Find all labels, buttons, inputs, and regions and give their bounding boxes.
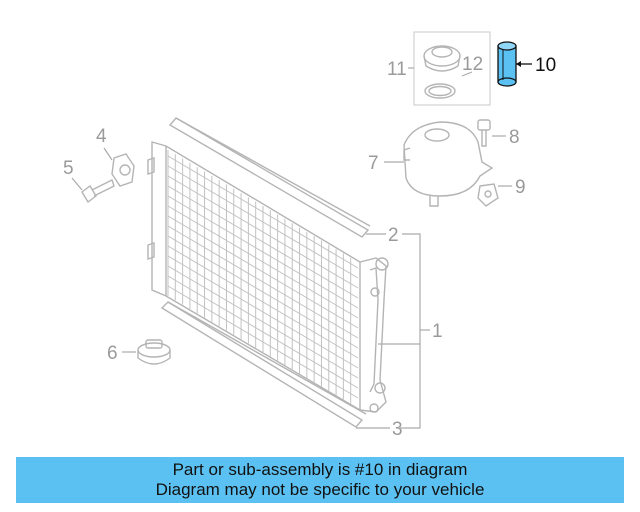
- info-banner: Part or sub-assembly is #10 in diagram D…: [16, 457, 624, 503]
- banner-line-disclaimer: Diagram may not be specific to your vehi…: [155, 480, 485, 499]
- clip-nut-part: [477, 183, 499, 207]
- callout-3: 3: [392, 419, 403, 440]
- expansion-tank-part: [403, 121, 494, 207]
- radiator-fin-row: [167, 155, 359, 269]
- bolt-part: [81, 179, 115, 204]
- radiator-fin-row: [167, 235, 359, 349]
- radiator-fin-row: [167, 205, 359, 319]
- mount-bracket-part: [111, 153, 135, 187]
- filler-cap-part: [423, 45, 461, 72]
- drain-plug-part: [137, 339, 171, 365]
- radiator-fin-row: [167, 175, 359, 289]
- tank-bolt-part: [477, 119, 491, 147]
- radiator-fin-row: [167, 275, 359, 389]
- banner-line-part-number: Part or sub-assembly is #10 in diagram: [172, 460, 468, 479]
- radiator-fin-row: [167, 255, 359, 369]
- radiator-fin-row: [167, 195, 359, 309]
- callout-5: 5: [63, 158, 74, 179]
- callout-2: 2: [388, 225, 399, 246]
- callout-labels: 4 5 6 7 8 9 11 12 10 2 1 3: [63, 54, 556, 440]
- callout-7: 7: [368, 153, 379, 174]
- radiator-fin-row: [167, 245, 359, 359]
- callout-12: 12: [462, 54, 483, 75]
- callout-8: 8: [509, 127, 520, 148]
- lower-seal-strip: [160, 301, 367, 428]
- leader-lines: [71, 61, 532, 429]
- radiator-fin-row: [167, 225, 359, 339]
- callout-4: 4: [96, 126, 107, 147]
- callout-6: 6: [107, 343, 118, 364]
- callout-1: 1: [432, 321, 443, 342]
- callout-10: 10: [535, 55, 556, 76]
- radiator-fin-row: [167, 185, 359, 299]
- radiator-fin-row: [167, 215, 359, 329]
- radiator-fin-row: [167, 265, 359, 379]
- radiator-fin-row: [167, 165, 359, 279]
- radiator-part: [147, 117, 389, 413]
- callout-9: 9: [515, 177, 526, 198]
- callout-11: 11: [387, 59, 407, 80]
- o-ring-part: [424, 83, 456, 99]
- radiator-fin-row: [167, 285, 359, 399]
- highlighted-part-10: [497, 41, 517, 87]
